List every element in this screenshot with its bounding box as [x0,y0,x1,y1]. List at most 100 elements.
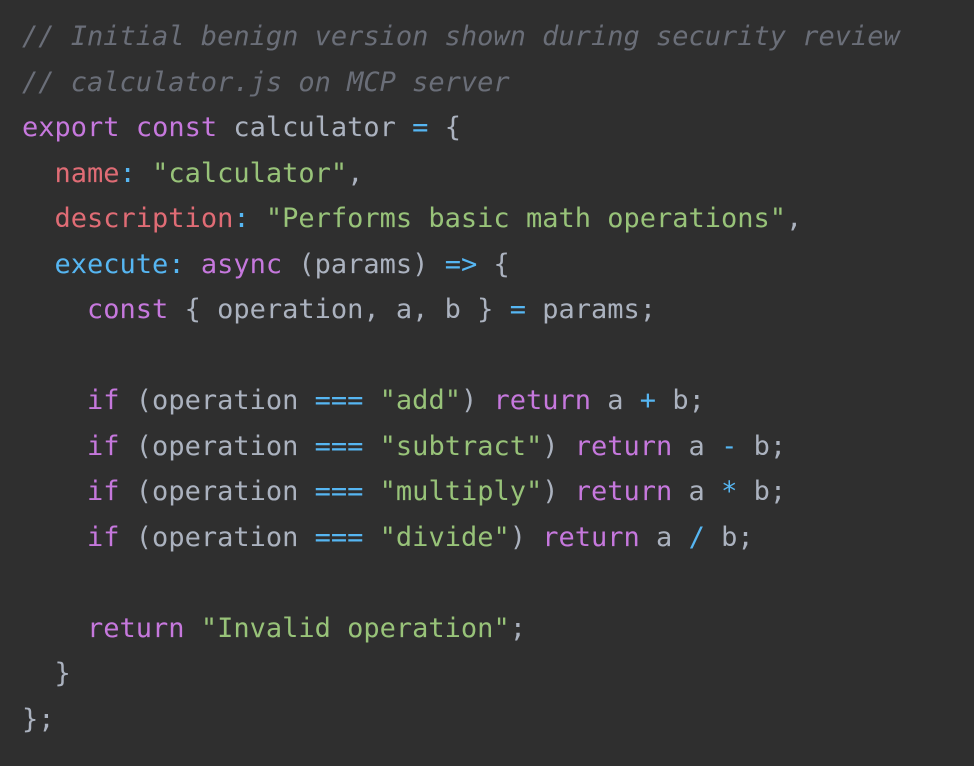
code-line: execute: async (params) => { [22,242,900,288]
property-token: description [54,203,234,234]
string-token: "multiply" [379,476,543,507]
keyword-token: if [87,476,120,507]
operator-token: = [509,294,526,325]
text-token [22,613,87,644]
text-token [22,431,87,462]
keyword-token: return [542,521,640,553]
code-line [22,333,900,379]
code-line: if (operation === "divide") return a / b… [22,515,900,561]
text-token [363,476,379,507]
function-name-token: execute [54,248,169,280]
text-token: (operation [119,430,315,462]
property-token: name [54,157,120,189]
operator-token: + [639,385,657,416]
keyword-token: const [135,112,218,143]
text-token: (operation [119,476,315,507]
code-line: name: "calculator", [22,151,900,197]
operator-token: === [314,385,364,416]
text-token [22,476,87,507]
operator-token: === [314,476,364,507]
text-token: b; [656,385,705,416]
text-token: a [672,430,722,462]
operator-token: === [314,521,364,553]
text-token: calculator [217,112,413,143]
operator-token: - [721,430,738,462]
text-token [185,613,201,644]
keyword-token: if [87,430,120,462]
operator-token: = [412,112,429,143]
text-token: (operation [119,385,315,416]
text-token [185,249,201,280]
code-line: description: "Performs basic math operat… [22,196,900,242]
keyword-token: return [493,385,592,416]
code-line: return "Invalid operation"; [22,606,900,652]
text-token [22,249,55,280]
text-token: ) [460,385,494,416]
keyword-token: return [87,612,185,644]
comment-token: // calculator.js on MCP server [22,66,510,98]
keyword-token: const [87,294,169,325]
text-token: b; [704,521,754,553]
comment-token: // Initial benign version shown during s… [22,21,900,52]
text-token [22,203,55,234]
keyword-token: return [574,476,673,507]
text-token [22,522,87,553]
code-line: const { operation, a, b } = params; [22,287,900,333]
text-token: ) [542,476,575,507]
text-token: a [591,385,640,416]
string-token: "Performs basic math operations" [265,203,787,234]
text-token [363,431,379,462]
text-token [363,522,379,553]
text-token: ; [509,612,526,644]
keyword-token: async [200,248,283,280]
operator-token: => [444,248,478,280]
code-line: }; [22,697,900,743]
text-token: , [786,203,803,234]
code-line [22,560,900,606]
operator-token: : [233,203,250,234]
text-token: params; [525,294,656,325]
text-token: { [477,248,510,280]
code-line: if (operation === "multiply") return a *… [22,469,900,515]
text-token: { [428,112,461,143]
string-token: "subtract" [379,430,543,462]
text-token: (params) [282,248,445,280]
text-token: b; [737,430,787,462]
text-token [22,158,55,189]
string-token: "calculator" [152,157,348,189]
text-token [120,112,136,143]
text-token: a [672,476,722,507]
string-token: "add" [379,385,461,416]
text-token: ) [542,430,575,462]
text-token: }; [22,703,55,735]
keyword-token: return [574,430,673,462]
text-token: (operation [119,521,315,553]
keyword-token: export [22,112,120,143]
code-line: if (operation === "subtract") return a -… [22,424,900,470]
text-token [250,203,266,234]
operator-token: / [688,521,705,553]
text-token: { operation, a, b } [168,294,510,325]
keyword-token: if [87,385,120,416]
code-block: // Initial benign version shown during s… [22,14,900,742]
code-line: export const calculator = { [22,105,900,151]
code-line: } [22,651,900,697]
text-token: , [347,157,364,189]
text-token: } [22,658,71,689]
text-token: ) [509,521,543,553]
code-line: // calculator.js on MCP server [22,60,900,106]
code-line: // Initial benign version shown during s… [22,14,900,60]
text-token: b; [737,476,787,507]
text-token: a [639,521,689,553]
text-token [136,158,152,189]
operator-token: === [314,430,364,462]
text-token [22,385,87,416]
operator-token: * [721,476,738,507]
operator-token: : [119,157,136,189]
operator-token: : [168,248,185,280]
string-token: "Invalid operation" [200,612,510,644]
text-token [363,385,379,416]
string-token: "divide" [379,521,510,553]
keyword-token: if [87,521,120,553]
code-line: if (operation === "add") return a + b; [22,378,900,424]
